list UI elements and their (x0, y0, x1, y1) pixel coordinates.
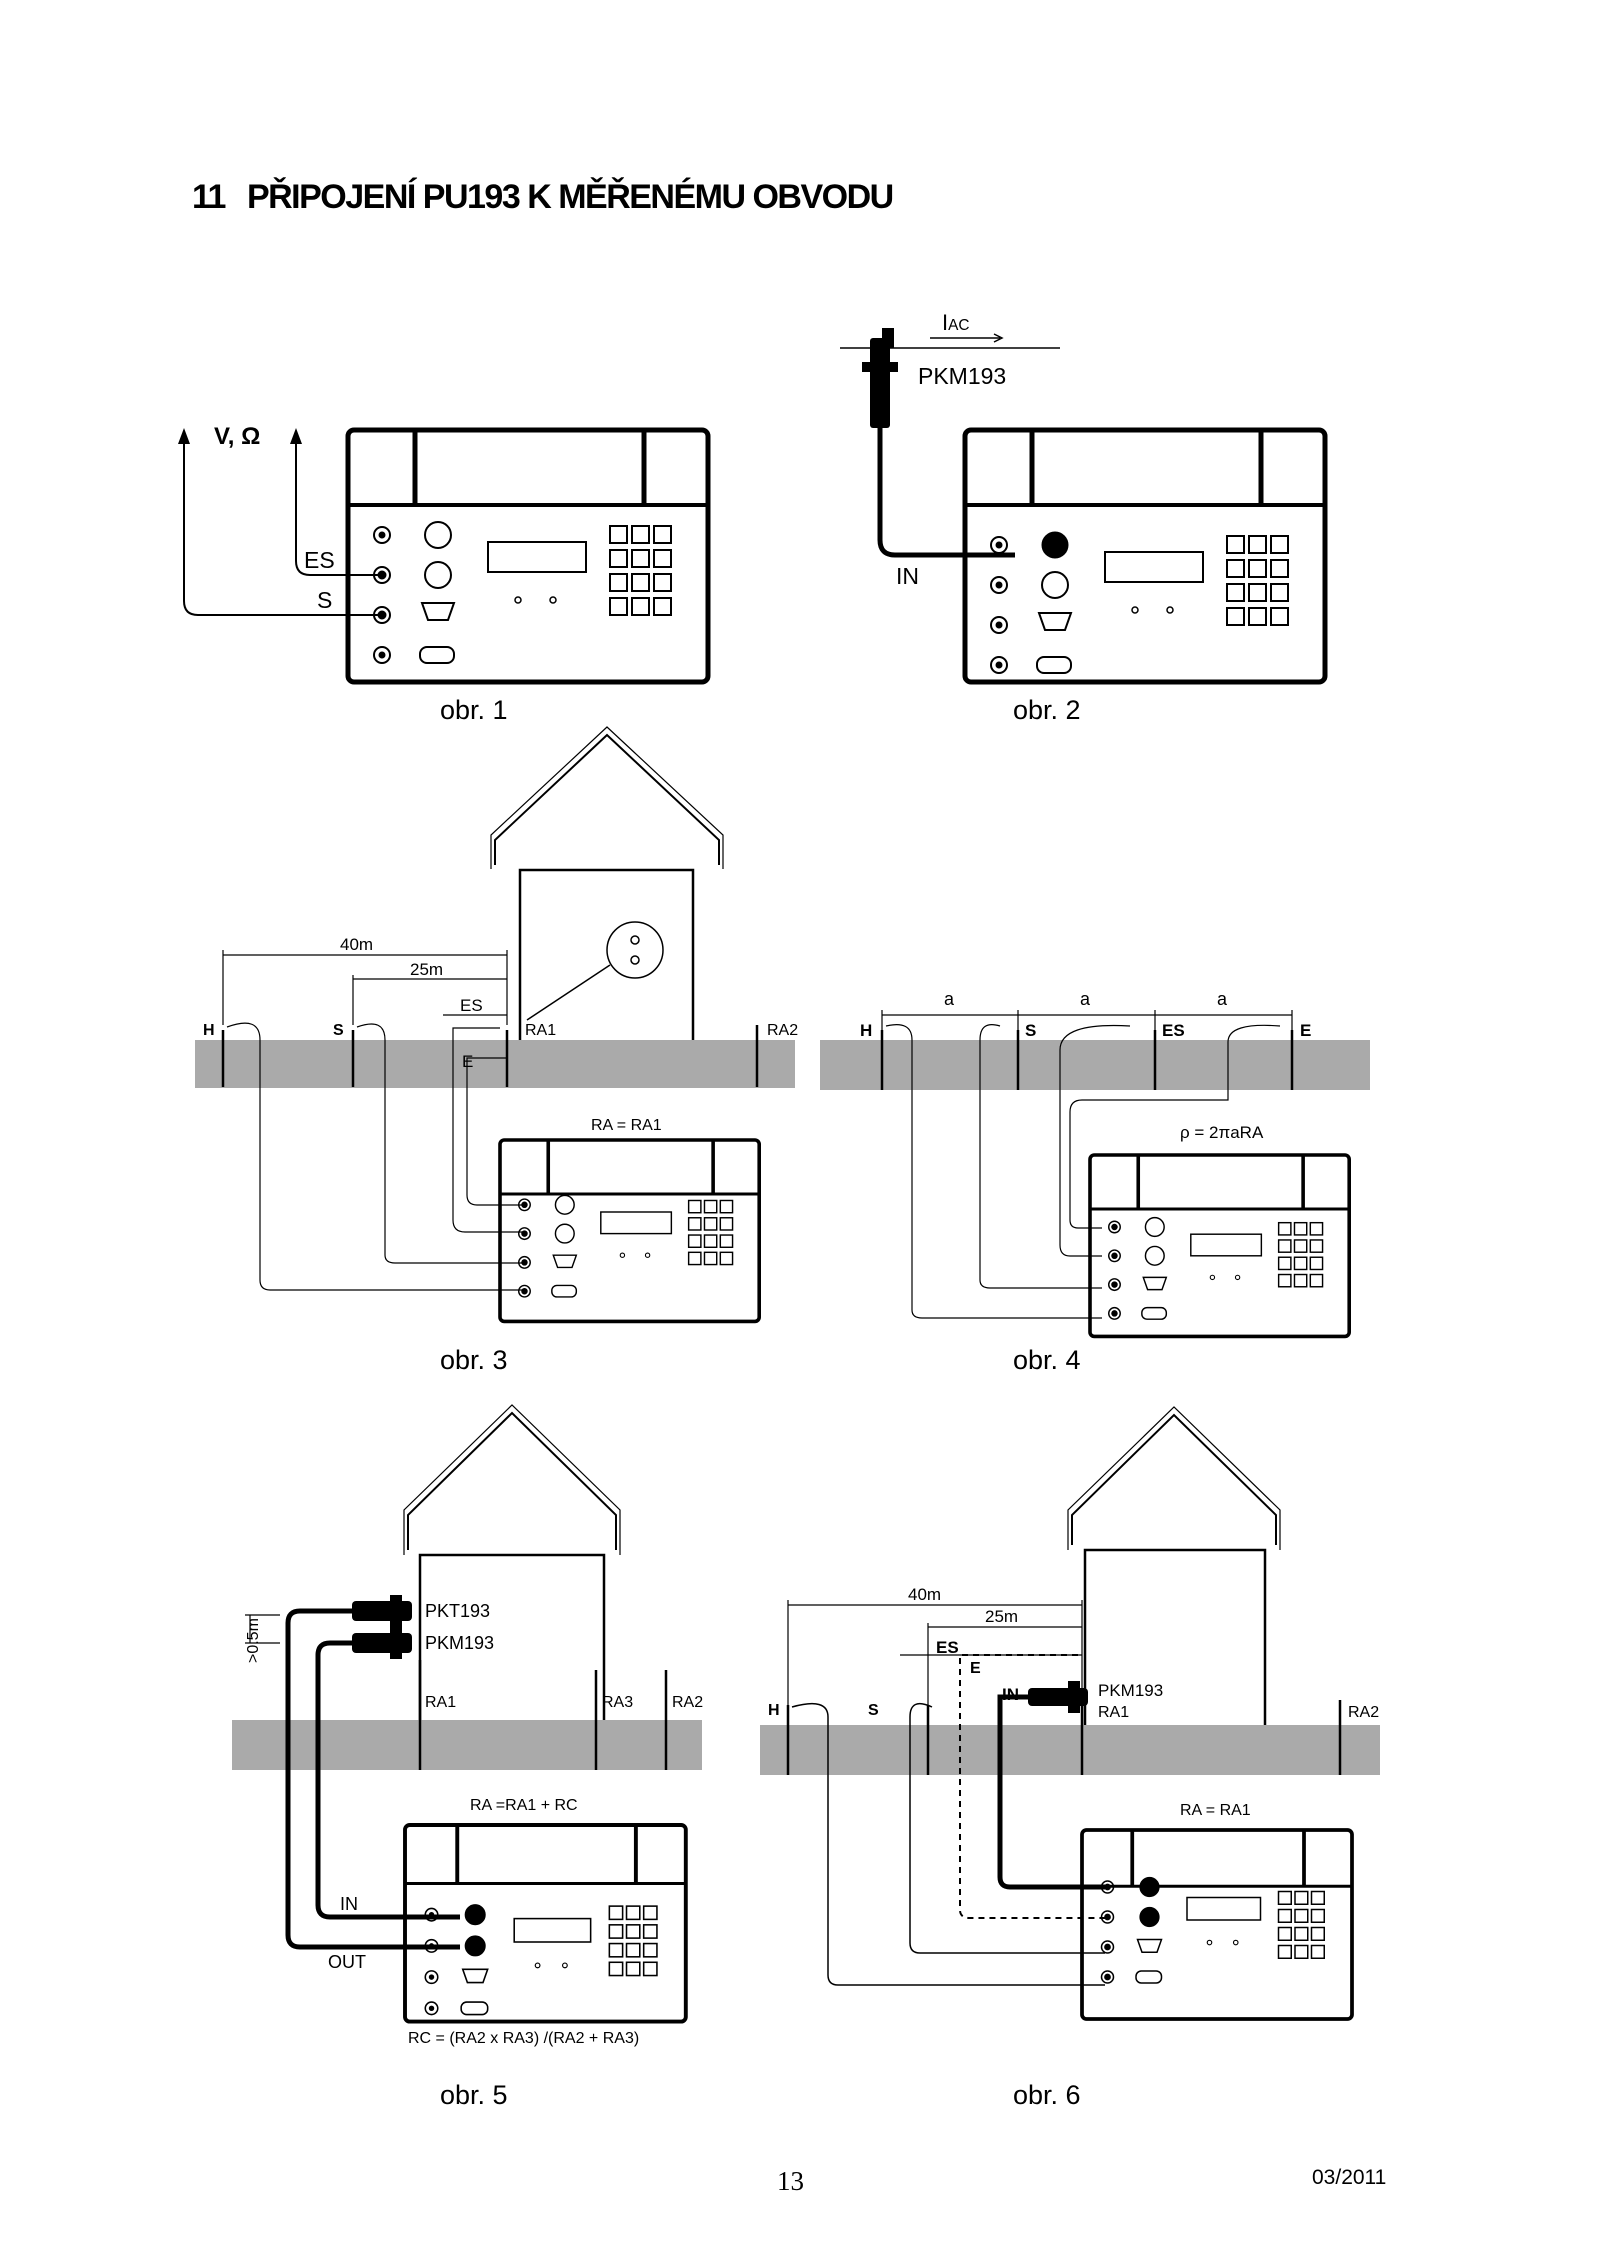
formula-label: RA = RA1 (1180, 1802, 1251, 1819)
meter-device (403, 1823, 688, 2024)
h-label: H (768, 1702, 780, 1719)
spacing-a-label-3: a (1217, 989, 1228, 1009)
clamp-cable (877, 428, 1015, 558)
wires (885, 1024, 1281, 1319)
document-date: 03/2011 (1312, 2166, 1387, 2189)
wires (183, 440, 382, 616)
clamp-cables (285, 1608, 460, 1950)
ra2-label: RA2 (1348, 1704, 1379, 1721)
s-label: S (333, 1022, 344, 1039)
section-number: 11 (192, 178, 226, 216)
figure-3-caption: obr. 3 (440, 1345, 508, 1375)
dist-40-label: 40m (340, 935, 373, 954)
e-label: E (462, 1052, 473, 1071)
dist-25-label: 25m (985, 1607, 1018, 1626)
section-heading: 11 PŘIPOJENÍ PU193 K MĚŘENÉMU OBVODU (192, 178, 894, 217)
figure-5: >0.5m PKT193 PKM193 RA1 RA3 RA2 RA =RA1 … (230, 1404, 710, 2055)
figure-2: IAC PKM193 IN (830, 310, 1330, 690)
figure-1: V, Ω ES S (170, 420, 730, 690)
dimension-lines (245, 1614, 280, 1644)
house-outline (1067, 1406, 1281, 1725)
ra1-label: RA1 (1098, 1704, 1129, 1721)
ground-layer (232, 1720, 702, 1770)
e-label: E (1300, 1021, 1311, 1040)
clamp-icon (1028, 1681, 1088, 1713)
wires (791, 1702, 1105, 1986)
figure-2-caption: obr. 2 (1013, 695, 1081, 725)
figure-4: a a a H S ES E ρ = 2πaRA (820, 980, 1380, 1340)
es-label: ES (1162, 1021, 1185, 1040)
h-label: H (860, 1021, 872, 1040)
s-terminal-label: S (317, 587, 332, 613)
s-label: S (868, 1702, 879, 1719)
current-label: IAC (942, 310, 970, 335)
house-outline (403, 1404, 621, 1720)
section-title: PŘIPOJENÍ PU193 K MĚŘENÉMU OBVODU (246, 178, 894, 216)
pkt-label: PKT193 (425, 1601, 490, 1621)
wires (226, 1022, 525, 1291)
spacing-a-label-1: a (944, 989, 955, 1009)
page-number: 13 (777, 2166, 804, 2196)
figure-1-caption: obr. 1 (440, 695, 508, 725)
figure-4-caption: obr. 4 (1013, 1345, 1081, 1375)
dimension-lines (881, 1010, 1293, 1040)
ra1-label: RA1 (525, 1022, 556, 1039)
ra1-label: RA1 (425, 1694, 456, 1711)
clamp-label: PKM193 (918, 363, 1006, 389)
e-label: E (970, 1660, 981, 1677)
spacing-a-label-2: a (1080, 989, 1091, 1009)
meter-device (498, 1138, 761, 1324)
figure-6-caption: obr. 6 (1013, 2080, 1081, 2110)
formula-label: ρ = 2πaRA (1180, 1123, 1264, 1142)
dist-25-label: 25m (410, 960, 443, 979)
ra2-label: RA2 (767, 1022, 798, 1039)
formula-label: RA =RA1 + RC (470, 1797, 578, 1814)
meter-device (1088, 1153, 1351, 1339)
in-terminal-label: IN (896, 563, 919, 589)
meter-device (345, 427, 711, 685)
earth-electrodes (786, 1700, 1342, 1775)
earth-electrodes (880, 1030, 1294, 1090)
out-label: OUT (328, 1952, 366, 1972)
clamp-cable (997, 1694, 1105, 1890)
in-label: IN (340, 1894, 358, 1914)
arrow-icon (178, 428, 302, 444)
ra3-label: RA3 (602, 1694, 633, 1711)
clamp-icon (862, 328, 898, 428)
es-terminal-label: ES (304, 547, 335, 573)
ground-layer (820, 1040, 1370, 1090)
ground-layer (760, 1725, 1380, 1775)
distance-label: >0.5m (245, 1618, 262, 1663)
pkm-label: PKM193 (1098, 1681, 1163, 1700)
ground-layer (195, 1040, 795, 1088)
meter-device (962, 427, 1328, 685)
pkm-label: PKM193 (425, 1633, 494, 1653)
meter-device (1080, 1828, 1354, 2021)
earth-electrodes (418, 1660, 668, 1770)
formula-label: RA = RA1 (591, 1117, 662, 1134)
dashed-wire (959, 1654, 1105, 1919)
voltage-label: V, Ω (214, 423, 260, 450)
house-outline (490, 726, 724, 1040)
rc-formula-label: RC = (RA2 x RA3) /(RA2 + RA3) (408, 2030, 639, 2047)
figure-3: 40m 25m ES H S RA1 RA2 E RA = RA1 (195, 726, 798, 1325)
es-label: ES (936, 1638, 959, 1657)
ra2-label: RA2 (672, 1694, 703, 1711)
socket-icon (526, 921, 664, 1021)
dimension-lines (222, 950, 508, 1025)
figure-5-caption: obr. 5 (440, 2080, 508, 2110)
figure-6: 40m 25m ES E IN PKM193 RA1 RA2 H S RA = … (760, 1405, 1390, 2025)
h-label: H (203, 1022, 215, 1039)
s-label: S (1025, 1021, 1036, 1040)
clamp-icon (352, 1595, 412, 1659)
dist-40-label: 40m (908, 1585, 941, 1604)
es-label: ES (460, 996, 483, 1015)
